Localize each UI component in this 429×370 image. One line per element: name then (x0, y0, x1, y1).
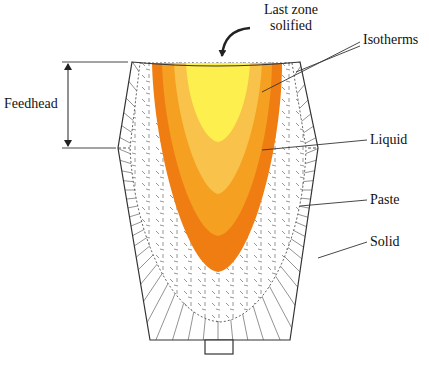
callout-label: Liquid (370, 132, 407, 148)
callout-label: Solid (370, 234, 400, 250)
mold-outline (118, 62, 318, 340)
leader-line (300, 200, 367, 206)
isotherm-inner (186, 63, 250, 142)
dimension-tick (62, 148, 116, 149)
dimension-tick (62, 62, 128, 63)
isotherm-outer (152, 63, 282, 272)
leader-line (296, 46, 360, 72)
callout-label: Last zone solified (253, 2, 329, 34)
isotherm-3 (174, 63, 262, 194)
mold-body (118, 62, 318, 340)
dimension-line (68, 64, 69, 146)
paste-zone (130, 63, 306, 322)
leader-line (262, 42, 360, 92)
callout-label: Isotherms (363, 32, 418, 48)
isotherm-2 (162, 63, 272, 236)
last-zone-arrow (222, 28, 250, 56)
leader-line (318, 242, 367, 258)
dimension-label: Feedhead (4, 96, 58, 112)
bottom-stub (205, 340, 233, 354)
callout-label: Paste (370, 192, 400, 208)
leader-line (262, 140, 367, 150)
